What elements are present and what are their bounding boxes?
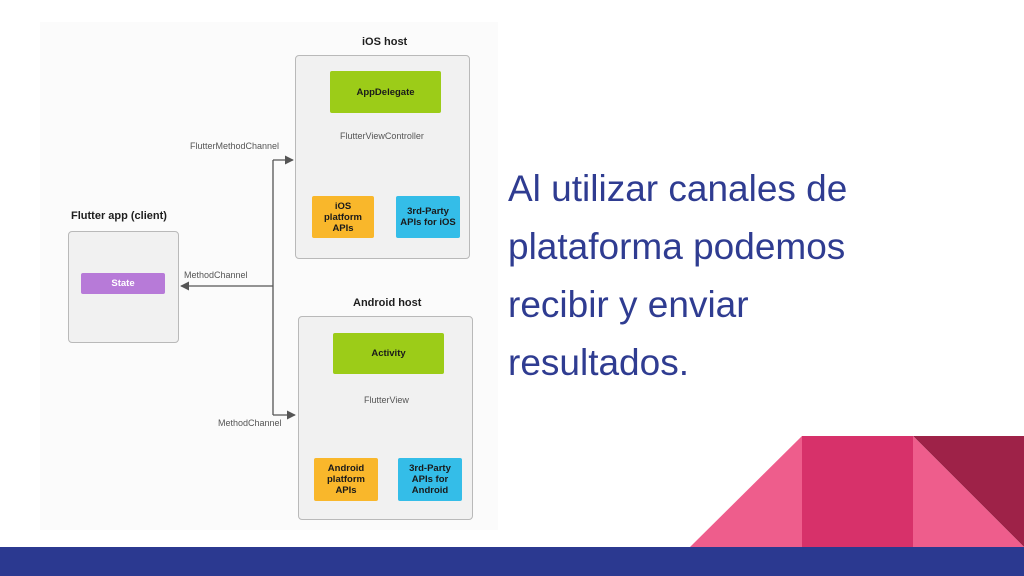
flutter-method-channel-label: FlutterMethodChannel (190, 141, 280, 152)
main-text: Al utilizar canales de plataforma podemo… (508, 168, 848, 383)
ios-third-party-apis-box: 3rd-Party APIs for iOS (396, 196, 460, 238)
flutterview-label: FlutterView (364, 395, 409, 406)
state-box: State (81, 273, 165, 294)
pink-mid-shape (802, 436, 913, 547)
client-method-channel-label: MethodChannel (184, 270, 248, 281)
android-host-title: Android host (353, 297, 422, 309)
ios-platform-apis-box: iOS platform APIs (312, 196, 374, 238)
client-title: Flutter app (client) (71, 210, 167, 222)
pink-light-triangle (690, 436, 802, 547)
ios-host-title: iOS host (362, 36, 408, 48)
android-method-channel-label: MethodChannel (218, 418, 282, 429)
activity-box: Activity (333, 333, 444, 374)
decorative-triangles (690, 436, 1024, 547)
appdelegate-box: AppDelegate (330, 71, 441, 113)
bottom-bar (0, 547, 1024, 576)
flutterviewcontroller-label: FlutterViewController (340, 131, 424, 142)
android-third-party-apis-box: 3rd-Party APIs for Android (398, 458, 462, 501)
pink-corner-triangle (913, 436, 1024, 547)
android-platform-apis-box: Android platform APIs (314, 458, 378, 501)
